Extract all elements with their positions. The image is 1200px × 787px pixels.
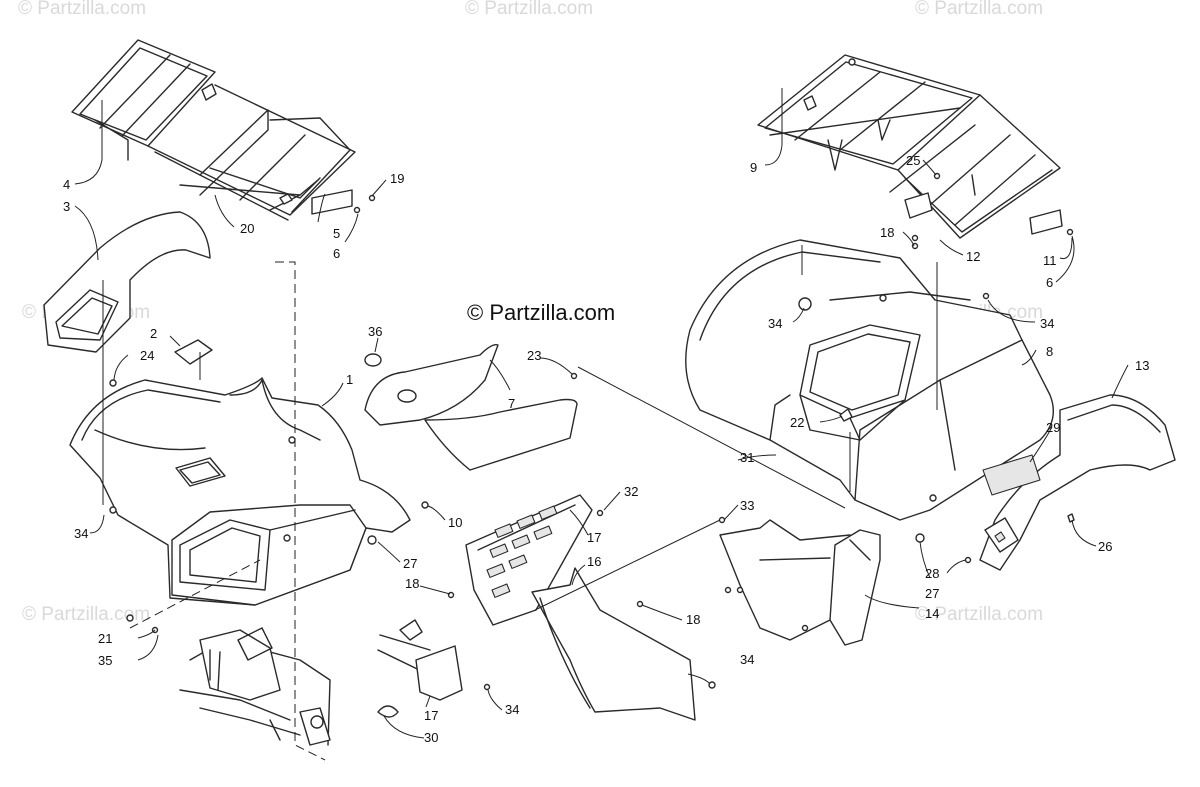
front-body-panel <box>69 377 411 606</box>
rear-rack <box>757 54 1061 239</box>
callout-7: 7 <box>508 396 515 411</box>
callout-34-rear: 34 <box>768 316 782 331</box>
callout-6-right: 6 <box>1046 275 1053 290</box>
callout-24: 24 <box>140 348 154 363</box>
callout-28-right: 28 <box>925 566 939 581</box>
callout-13: 13 <box>1135 358 1149 373</box>
callout-26: 26 <box>1098 539 1112 554</box>
callout-34-center: 34 <box>740 652 754 667</box>
callout-15: 16 <box>587 554 601 569</box>
warning-decal <box>982 454 1041 496</box>
footwell-guard <box>531 567 696 721</box>
callout-36: 36 <box>368 324 382 339</box>
callout-11: 11 <box>1043 253 1057 268</box>
callout-1: 1 <box>346 372 353 387</box>
callout-29: 29 <box>1046 420 1060 435</box>
callout-17: 17 <box>424 708 438 723</box>
callout-20: 20 <box>240 221 254 236</box>
callout-21: 21 <box>98 631 112 646</box>
center-side-panels <box>364 344 578 471</box>
callout-34-rear-right: 34 <box>1040 316 1054 331</box>
callout-30: 30 <box>424 730 438 745</box>
fastener-group <box>109 242 990 689</box>
callout-18-top: 18 <box>880 225 894 240</box>
callout-14: 14 <box>925 606 939 621</box>
rear-body-panel <box>685 239 1054 521</box>
front-fender-flare <box>43 211 211 387</box>
callout-22: 22 <box>790 415 804 430</box>
callout-4: 4 <box>63 177 70 192</box>
callout-28-left: 27 <box>403 556 417 571</box>
callout-12: 12 <box>966 249 980 264</box>
callout-23: 23 <box>527 348 541 363</box>
watermark-faint: © Partzilla.com <box>915 604 1043 625</box>
callout-9: 9 <box>750 160 757 175</box>
reflector-plate-rear <box>1029 209 1063 235</box>
watermark-main: © Partzilla.com <box>467 300 615 325</box>
callout-34-bottom: 34 <box>505 702 519 717</box>
callout-10: 10 <box>448 515 462 530</box>
callout-35: 35 <box>98 653 112 668</box>
callout-19: 19 <box>390 171 404 186</box>
callout-8: 8 <box>1046 344 1053 359</box>
watermark-faint: © Partzilla.com <box>915 0 1043 19</box>
rear-splash-guard <box>719 519 881 646</box>
frame-bracket <box>179 627 331 746</box>
mount-bracket <box>377 619 491 718</box>
callout-18-center: 18 <box>405 576 419 591</box>
callout-32: 32 <box>624 484 638 499</box>
callout-16: 17 <box>587 530 601 545</box>
callout-33: 33 <box>740 498 754 513</box>
watermark-faint: © Partzilla.com <box>22 604 150 625</box>
callout-34-left: 34 <box>74 526 88 541</box>
watermark-faint: © Partzilla.com <box>465 0 593 19</box>
callout-18-right: 18 <box>686 612 700 627</box>
callout-31: 31 <box>740 450 754 465</box>
callout-27: 27 <box>925 586 939 601</box>
callout-2: 2 <box>150 326 157 341</box>
footwell-panel <box>465 494 593 626</box>
watermark-faint: © Partzilla.com <box>18 0 146 19</box>
callout-25: 25 <box>906 153 920 168</box>
front-rack <box>71 39 356 221</box>
callout-labels: 4 3 2 24 34 19 20 5 6 1 10 27 21 35 36 7… <box>63 153 1149 745</box>
access-cover <box>174 339 213 365</box>
reflector-plate <box>311 189 353 215</box>
leader-lines <box>74 88 1129 739</box>
callout-3: 3 <box>63 199 70 214</box>
callout-5: 5 <box>333 226 340 241</box>
callout-6-left: 6 <box>333 246 340 261</box>
